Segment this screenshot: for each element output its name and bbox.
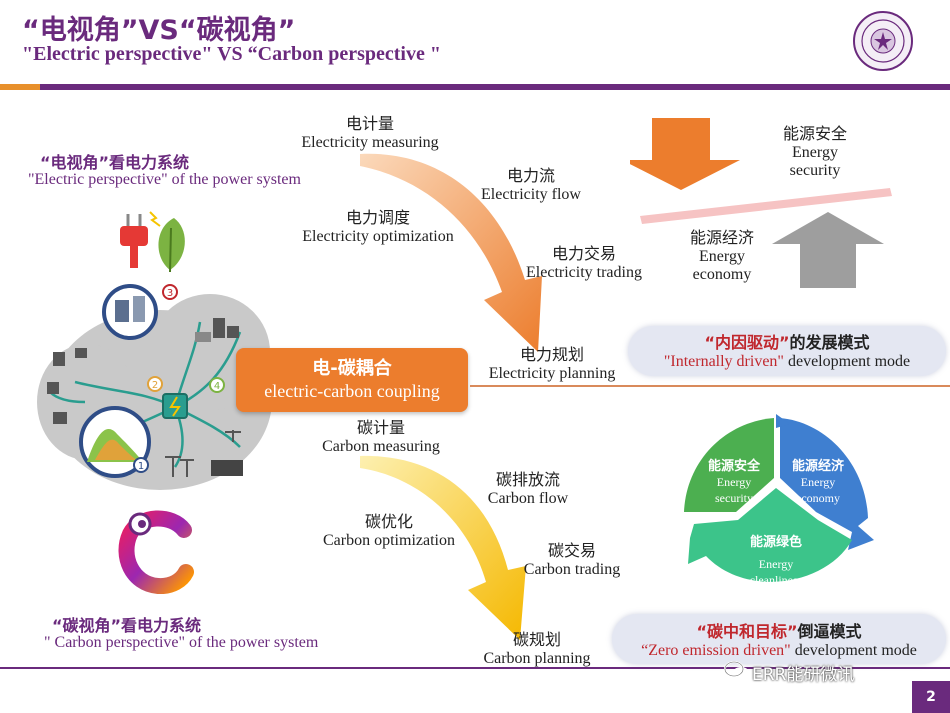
electric-step-label-zh: 电力调度 (345, 208, 410, 227)
cloud-number-2: 2 (152, 380, 158, 391)
electric-step-label-zh: 电力流 (506, 166, 555, 185)
cloud-number-1: 1 (138, 461, 144, 472)
carbon-step-measuring: 碳计量 Carbon measuring (306, 414, 456, 456)
electric-step-label-zh: 电计量 (345, 114, 394, 133)
carbon-step-label-en: Carbon planning (483, 650, 591, 667)
balance-economy-en-1: Energy (699, 248, 745, 265)
slide-title-en: "Electric perspective" VS “Carbon perspe… (22, 43, 441, 65)
electric-step-optimization: 电力调度 Electricity optimization (288, 204, 468, 246)
internal-mode-zh-rest: 的发展模式 (789, 333, 870, 352)
slide-title-zh: “电视角”VS“碳视角” (22, 15, 296, 46)
internally-driven-mode-box: “内因驱动”的发展模式 "Internally driven" developm… (628, 326, 946, 376)
balance-security-en-2: security (789, 162, 841, 179)
balance-energy-security: 能源安全 Energy security (760, 120, 870, 180)
coupling-label-en: electric-carbon coupling (264, 381, 440, 401)
electric-step-label-zh: 电力交易 (551, 244, 616, 263)
triangle-green-en-1: Energy (759, 557, 793, 571)
electric-step-planning: 电力规划 Electricity planning (476, 341, 628, 383)
energy-balance-illustration (630, 118, 892, 288)
plug-leaf-icon (120, 211, 185, 273)
energy-triangle-diagram: 能源安全 Energy security 能源经济 Energy economy… (684, 414, 874, 587)
carbon-step-label-en: Carbon measuring (322, 438, 440, 455)
carbon-step-optimization: 碳优化 Carbon optimization (306, 508, 472, 550)
carbon-c-logo-icon (118, 510, 194, 594)
carbon-step-label-zh: 碳优化 (364, 512, 413, 531)
zero-mode-en-rest: development mode (790, 642, 917, 659)
wechat-icon (724, 661, 750, 681)
electric-step-label-en: Electricity optimization (302, 228, 454, 245)
carbon-flow-arrow-icon (360, 455, 526, 640)
carbon-view-heading-en: " Carbon perspective" of the power syste… (44, 634, 319, 651)
header-bar (0, 84, 950, 90)
electric-view-heading-en: "Electric perspective" of the power syst… (28, 171, 301, 188)
electric-flow-arrow-icon (360, 153, 542, 352)
header-bar-accent (0, 84, 40, 90)
electric-step-label-en: Electricity flow (481, 186, 581, 203)
page-number: 2 (912, 681, 950, 713)
triangle-green-en-2: cleanliness (750, 573, 803, 587)
carbon-step-label-zh: 碳排放流 (495, 470, 560, 489)
triangle-economy-en-2: economy (796, 491, 840, 505)
carbon-step-label-zh: 碳交易 (547, 541, 596, 560)
carbon-step-planning: 碳规划 Carbon planning (470, 626, 604, 668)
university-seal-icon (853, 11, 913, 71)
triangle-economy-en-1: Energy (801, 475, 835, 489)
section-divider (470, 385, 950, 387)
electric-step-label-en: Electricity measuring (301, 134, 439, 151)
carbon-step-label-zh: 碳计量 (356, 418, 405, 437)
internal-mode-zh-quote: “内因驱动” (704, 333, 790, 352)
footer-line (0, 667, 950, 669)
triangle-security-zh: 能源安全 (708, 458, 761, 474)
carbon-step-flow: 碳排放流 Carbon flow (470, 466, 586, 508)
balance-security-en-1: Energy (792, 144, 838, 161)
power-grid-illustration: 3 2 4 1 (37, 284, 272, 490)
triangle-security-en-1: Energy (717, 475, 751, 489)
triangle-green-zh: 能源绿色 (750, 534, 802, 550)
internal-mode-en-quote: "Internally driven" (663, 353, 784, 370)
electric-step-label-en: Electricity planning (488, 365, 616, 382)
triangle-security-en-2: security (715, 491, 753, 505)
triangle-economy-zh: 能源经济 (792, 458, 845, 474)
carbon-view-heading-zh: “碳视角”看电力系统 (52, 616, 202, 635)
zero-mode-zh-quote: “碳中和目标” (696, 622, 798, 641)
balance-economy-en-2: economy (692, 266, 752, 283)
coupling-label-zh: 电-碳耦合 (312, 358, 392, 379)
zero-emission-mode-box: “碳中和目标”倒逼模式 “Zero emission driven" devel… (612, 614, 946, 664)
carbon-step-label-en: Carbon trading (523, 561, 621, 578)
carbon-step-trading: 碳交易 Carbon trading (508, 537, 636, 579)
internal-mode-en-rest: development mode (783, 353, 911, 370)
cloud-number-4: 4 (214, 381, 220, 392)
balance-economy-zh: 能源经济 (689, 228, 754, 247)
electric-step-trading: 电力交易 Electricity trading (514, 240, 654, 282)
carbon-step-label-zh: 碳规划 (512, 630, 561, 649)
electric-step-label-zh: 电力规划 (519, 345, 584, 364)
carbon-step-label-en: Carbon flow (487, 490, 569, 507)
balance-security-zh: 能源安全 (782, 124, 847, 143)
watermark-text: ERR能研微讯 (752, 665, 855, 685)
cloud-number-3: 3 (167, 288, 173, 299)
carbon-step-label-en: Carbon optimization (323, 532, 455, 549)
electric-step-measuring: 电计量 Electricity measuring (290, 110, 450, 152)
balance-energy-economy: 能源经济 Energy economy (668, 224, 776, 284)
electric-step-label-en: Electricity trading (526, 264, 642, 281)
zero-mode-en-quote: “Zero emission driven" (641, 642, 791, 659)
electric-carbon-coupling-box: 电-碳耦合 electric-carbon coupling (236, 348, 468, 412)
electric-step-flow: 电力流 Electricity flow (466, 162, 596, 204)
zero-mode-zh-rest: 倒逼模式 (797, 622, 862, 641)
electric-view-heading-zh: “电视角”看电力系统 (40, 153, 190, 172)
